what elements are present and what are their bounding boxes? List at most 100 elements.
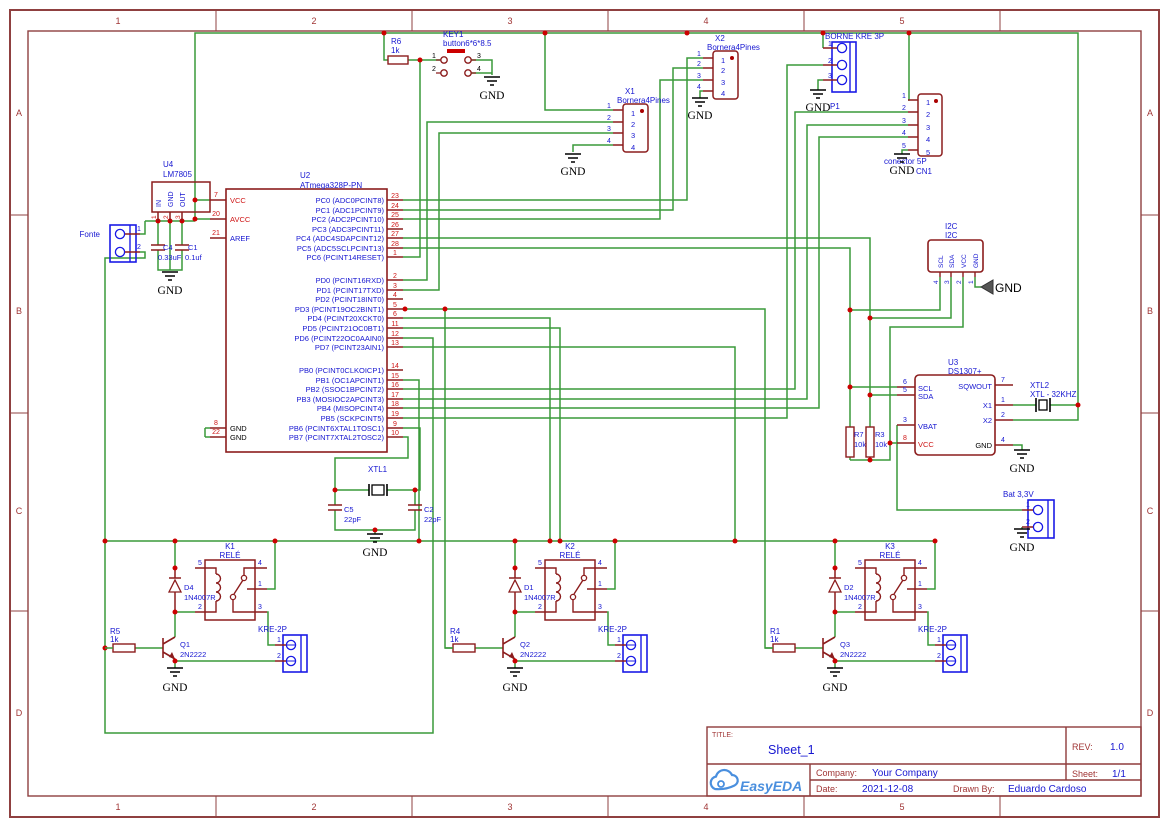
u2-pin-num: 27 bbox=[391, 231, 399, 238]
x2-pin-inner: 4 bbox=[721, 89, 725, 98]
sheet-title[interactable]: Sheet_1 bbox=[768, 743, 815, 757]
connector-bat[interactable]: Bat 3,3V 1 2 bbox=[1003, 490, 1055, 539]
x2-pin-inner: 1 bbox=[721, 56, 725, 65]
i2c-pin-name: SCL bbox=[938, 255, 945, 268]
u4-ref: U4 bbox=[163, 160, 174, 169]
u2-pin-num: 13 bbox=[391, 340, 399, 347]
connector-x1[interactable]: X1 Bornera4Pines 1 2 3 4 1 2 3 4 bbox=[607, 87, 670, 153]
relay-pin: 5 bbox=[538, 560, 542, 567]
cap-c2[interactable]: C2 22pF bbox=[408, 504, 442, 524]
cap-c5[interactable]: C5 22pF bbox=[328, 504, 362, 524]
crystal-xtl2[interactable]: XTL2 XTL - 32KHZ bbox=[1030, 381, 1076, 412]
row-label: D bbox=[1147, 708, 1154, 718]
u3-pin-name: SQWOUT bbox=[958, 382, 992, 391]
c2-val: 22pF bbox=[424, 515, 442, 524]
u2-pin-num: 16 bbox=[391, 382, 399, 389]
d2-val: 1N4007R bbox=[844, 593, 876, 602]
k3-part: RELÉ bbox=[880, 551, 901, 560]
u3-pin-num: 7 bbox=[1001, 377, 1005, 384]
cap-c1[interactable]: C1 0.1uf bbox=[175, 243, 203, 262]
u3-pin-name: X1 bbox=[983, 401, 992, 410]
u3-pin-num: 2 bbox=[1001, 412, 1005, 419]
relay-pin: 5 bbox=[858, 560, 862, 567]
rev-value[interactable]: 1.0 bbox=[1110, 742, 1124, 753]
kre-pin: 1 bbox=[617, 637, 621, 644]
d4-ref: D4 bbox=[184, 583, 194, 592]
r5-val: 1k bbox=[110, 635, 119, 644]
mcu-u2[interactable]: U2 ATmega328P-PN 7 20 21 8 22 VCC AVCC A… bbox=[210, 171, 403, 453]
r5-ref: R5 bbox=[110, 627, 121, 636]
k2-ref: K2 bbox=[565, 542, 575, 551]
regulator-u4[interactable]: U4 LM7805 IN GND OUT 1 2 3 bbox=[151, 160, 211, 221]
resistor-r3[interactable]: R3 10k bbox=[865, 426, 887, 458]
x1-ref: X1 bbox=[625, 87, 635, 96]
gnd-label: GND bbox=[561, 166, 586, 178]
button-key1[interactable]: KEY1 button6*6*8.5 1 2 3 4 bbox=[432, 30, 492, 77]
i2c-pin-name: SDA bbox=[949, 254, 956, 268]
fonte-pin: 2 bbox=[137, 244, 141, 251]
key1-pin: 2 bbox=[432, 66, 436, 73]
drawn-by-value[interactable]: Eduardo Cardoso bbox=[1008, 784, 1087, 795]
u2-pin-name: PB4 (MISOPCINT4) bbox=[317, 404, 385, 413]
key1-pin: 1 bbox=[432, 53, 436, 60]
key1-pin: 4 bbox=[477, 66, 481, 73]
x2-pin-inner: 2 bbox=[721, 66, 725, 75]
x1-pin-inner: 1 bbox=[631, 109, 635, 118]
u3-pin-name: X2 bbox=[983, 416, 992, 425]
u2-pin-num: 9 bbox=[393, 421, 397, 428]
sheet-frame bbox=[9, 9, 1160, 818]
relay-pin: 5 bbox=[198, 560, 202, 567]
borne-pin: 1 bbox=[828, 41, 832, 48]
u3-pin-name: SDA bbox=[918, 392, 933, 401]
borne-pin: 3 bbox=[828, 73, 832, 80]
cap-c4[interactable]: C4 0.33uF bbox=[151, 243, 182, 262]
u2-pin-name: VCC bbox=[230, 196, 246, 205]
u2-pin-name: PB2 (SSOC1BPCINT2) bbox=[306, 385, 385, 394]
u2-pin-name: PC2 (ADC2PCINT10) bbox=[311, 215, 384, 224]
cn1-ref: CN1 bbox=[916, 167, 933, 176]
u2-pin-name: PC5 (ADC5SCLPCINT13) bbox=[297, 244, 385, 253]
i2c-pin-num: 1 bbox=[968, 280, 975, 284]
resistor-r6[interactable]: R6 1k bbox=[387, 37, 409, 65]
connector-cn1[interactable]: 1 2 3 4 5 1 2 3 4 5 conector 5P bbox=[884, 93, 943, 166]
fonte-label: Fonte bbox=[80, 230, 101, 239]
sheet-value[interactable]: 1/1 bbox=[1112, 769, 1126, 780]
u2-pin-name: PB6 (PCINT6XTAL1TOSC1) bbox=[289, 424, 385, 433]
borne-ref: P1 bbox=[830, 102, 840, 111]
u2-pin-num: 5 bbox=[393, 302, 397, 309]
crystal-xtl1[interactable]: XTL1 bbox=[368, 465, 388, 496]
connector-borne-kre-3p[interactable]: BORNE KRE 3P 1 2 3 bbox=[823, 32, 884, 93]
rtc-u3[interactable]: U3 DS1307+ 6 5 3 8 SCL SDA VBAT VCC 7 1 … bbox=[897, 358, 1013, 456]
company-value[interactable]: Your Company bbox=[872, 768, 938, 779]
cn1-pin: 4 bbox=[902, 130, 906, 137]
x1-pin-inner: 3 bbox=[631, 131, 635, 140]
u2-pin-name: PC6 (PCINT14RESET) bbox=[306, 253, 384, 262]
cn1-pin: 5 bbox=[902, 143, 906, 150]
u2-pin-num: 26 bbox=[391, 222, 399, 229]
col-label: 2 bbox=[311, 802, 316, 812]
x1-pin: 3 bbox=[607, 126, 611, 133]
connector-x2[interactable]: X2 Bornera4Pines 1 2 3 4 1 2 3 4 bbox=[697, 34, 760, 100]
company-label: Company: bbox=[816, 768, 857, 778]
gnd-label: GND bbox=[806, 102, 831, 114]
resistor-r7[interactable]: R7 10k bbox=[845, 426, 866, 458]
k1-ref: K1 bbox=[225, 542, 235, 551]
gnd-label: GND bbox=[163, 682, 188, 694]
q1-ref: Q1 bbox=[180, 640, 190, 649]
relay-pin: 2 bbox=[858, 604, 862, 611]
row-label: B bbox=[16, 306, 22, 316]
r4-val: 1k bbox=[450, 635, 459, 644]
col-label: 5 bbox=[899, 802, 904, 812]
relay-pin: 4 bbox=[918, 560, 922, 567]
connector-i2c[interactable]: I2C I2C SCL SDA VCC GND 4 3 2 1 bbox=[927, 222, 984, 284]
connector-fonte[interactable]: Fonte 1 2 bbox=[80, 224, 141, 263]
col-label: 2 bbox=[311, 16, 316, 26]
u2-pin-num: 14 bbox=[391, 363, 399, 370]
u2-pin-num: 3 bbox=[393, 283, 397, 290]
x1-pin: 2 bbox=[607, 115, 611, 122]
relay-pin: 2 bbox=[198, 604, 202, 611]
col-label: 1 bbox=[115, 16, 120, 26]
u3-pin-name: VBAT bbox=[918, 422, 937, 431]
q3-val: 2N2222 bbox=[840, 650, 866, 659]
date-value[interactable]: 2021-12-08 bbox=[862, 784, 914, 795]
